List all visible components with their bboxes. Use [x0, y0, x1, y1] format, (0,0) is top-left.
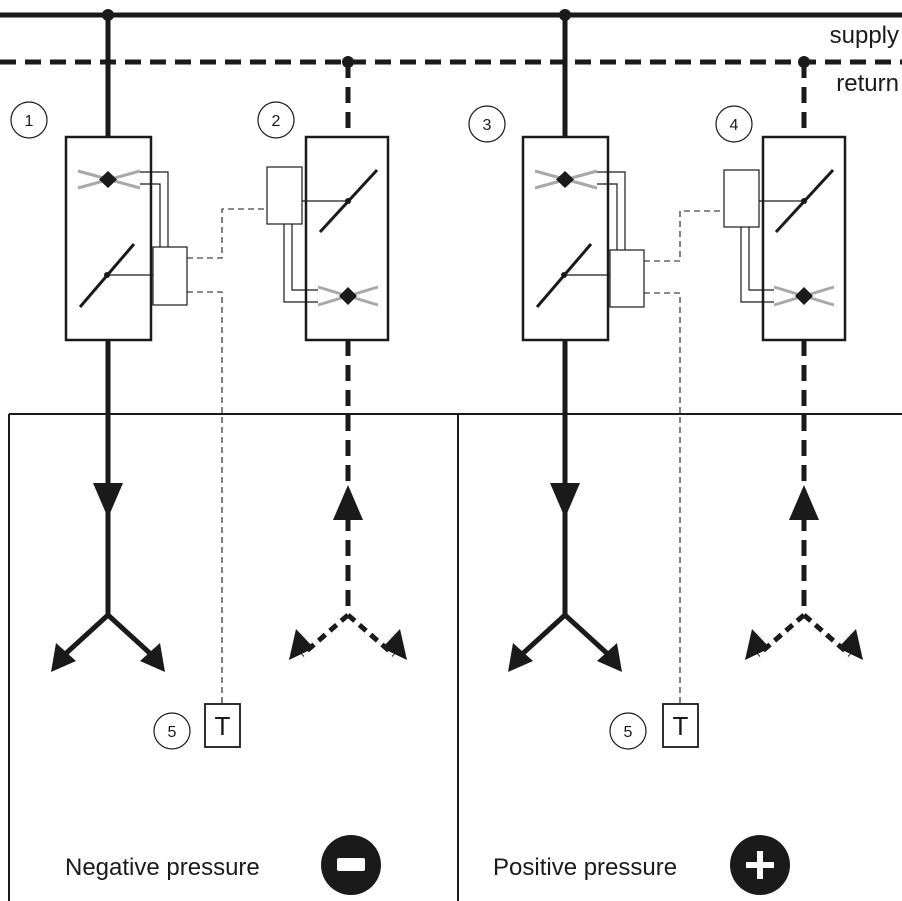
unit-1-flow-sensor-icon	[77, 169, 141, 190]
unit-3-flow-arrow-down	[550, 483, 580, 518]
plus-sign-icon	[730, 835, 790, 895]
sensor-right-symbol: T	[673, 711, 689, 741]
unit-2-grille	[300, 613, 396, 657]
unit-4-number: 4	[730, 117, 739, 134]
unit-3-housing	[521, 135, 610, 342]
room-right-label: Positive pressure	[493, 854, 677, 881]
unit-3-control-wires	[564, 171, 626, 276]
sensor-left-number-circle	[153, 712, 191, 750]
sensor-right-number-circle	[609, 712, 647, 750]
minus-sign-icon	[321, 835, 381, 895]
unit-1-diffuser-arrow-right	[140, 643, 165, 672]
unit-4-flow-sensor-icon	[773, 285, 835, 307]
sensor-left-symbol: T	[215, 711, 231, 741]
unit-4-controller	[723, 169, 760, 228]
unit-3-diffuser-arrow-right	[597, 643, 622, 672]
unit-4-housing	[761, 135, 847, 342]
unit-3-diffuser	[517, 613, 613, 659]
sensor-left-number: 5	[168, 724, 177, 741]
unit-4-flow-arrow-up	[789, 485, 819, 520]
unit-1-flow-arrow-down	[93, 483, 123, 518]
unit-1-housing	[64, 135, 153, 342]
unit-1-supply-box: 1	[10, 9, 188, 672]
unit-3-supply-box: 3	[468, 9, 645, 672]
unit-2-number-circle	[257, 101, 295, 139]
unit-4-number-circle	[715, 105, 753, 143]
room-left-label: Negative pressure	[65, 854, 260, 881]
unit-4-grille-arrow-right	[838, 629, 863, 660]
unit-1-diffuser	[60, 613, 156, 659]
unit-3-diffuser-arrow-left	[508, 643, 533, 672]
unit-4-return-box: 4	[715, 56, 863, 660]
sensor-right-number: 5	[624, 724, 633, 741]
unit-3-number: 3	[483, 117, 492, 134]
supply-label: supply	[830, 22, 899, 49]
unit-2-return-box: 2	[257, 56, 407, 660]
signal-lines	[187, 208, 724, 704]
sensor-left-box	[204, 703, 241, 748]
unit-3-controller	[609, 249, 645, 308]
unit-1-number: 1	[25, 113, 34, 130]
unit-4-grille	[756, 613, 852, 657]
unit-2-grille-arrow-right	[382, 629, 407, 660]
return-label: return	[836, 70, 899, 97]
room-walls	[8, 413, 902, 901]
temperature-sensor-right: 5 T	[609, 703, 699, 750]
unit-2-control-wires	[283, 200, 348, 303]
unit-3-flow-sensor-icon	[534, 169, 598, 190]
unit-2-grille-arrow-left	[289, 629, 314, 660]
unit-4-grille-arrow-left	[745, 629, 770, 660]
unit-2-number: 2	[272, 113, 281, 130]
unit-2-flow-sensor-icon	[317, 285, 379, 307]
unit-1-number-circle	[10, 101, 48, 139]
unit-1-diffuser-arrow-left	[51, 643, 76, 672]
unit-3-number-circle	[468, 105, 506, 143]
unit-1-controller	[152, 246, 188, 306]
unit-2-flow-arrow-up	[333, 485, 363, 520]
unit-1-control-wires	[107, 171, 169, 276]
unit-2-housing	[304, 135, 390, 342]
unit-2-controller	[266, 166, 303, 225]
unit-4-control-wires	[740, 200, 804, 303]
temperature-sensor-left: 5 T	[153, 703, 241, 750]
sensor-right-box	[662, 703, 699, 748]
